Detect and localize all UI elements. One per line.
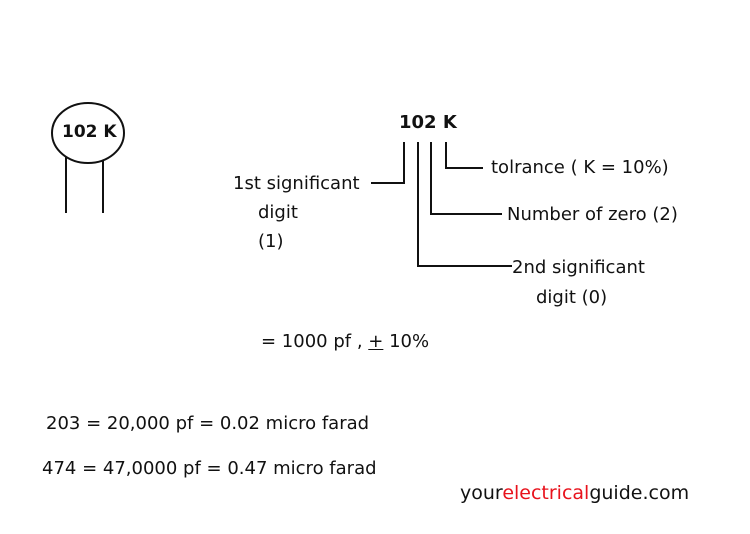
example-203: 203 = 20,000 pf = 0.02 micro farad (46, 413, 370, 434)
second-significant-line2: digit (0) (536, 287, 608, 308)
plus-minus-symbol: + (368, 331, 384, 352)
result-suffix: 10% (383, 331, 430, 352)
capacitor-body (51, 102, 125, 164)
second-significant-line1: 2nd significant (512, 257, 645, 278)
first-significant-line3: (1) (258, 231, 284, 252)
result-prefix: = 1000 pf , (261, 331, 369, 352)
code-label: 102 K (399, 112, 457, 133)
leader-tolerance (445, 142, 483, 169)
result-line: = 1000 pf , + 10% (261, 331, 429, 353)
leader-second-digit (417, 142, 512, 267)
tolerance-label: tolrance ( K = 10%) (491, 157, 669, 178)
example-474: 474 = 47,0000 pf = 0.47 micro farad (42, 458, 377, 479)
first-significant-line2: digit (258, 202, 298, 223)
number-of-zero-label: Number of zero (2) (507, 204, 678, 225)
brand-part2: electrical (502, 482, 590, 504)
first-significant-line1: 1st significant (233, 173, 360, 194)
leader-first-digit (371, 142, 405, 184)
brand-part1: your (460, 482, 503, 504)
site-branding: yourelectricalguide.com (460, 482, 689, 504)
capacitor-label: 102 K (62, 122, 117, 142)
leader-number-of-zero (430, 142, 502, 215)
brand-part3: guide.com (589, 482, 690, 504)
